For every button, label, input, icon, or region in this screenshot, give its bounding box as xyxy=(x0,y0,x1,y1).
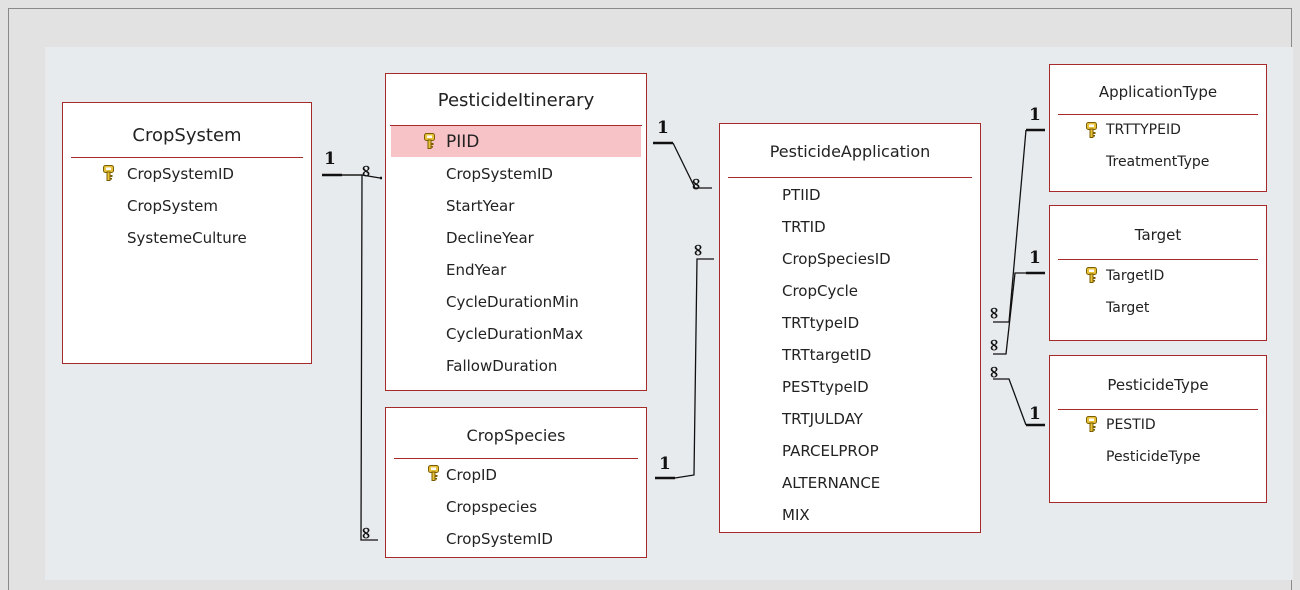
table-pesticidetype[interactable]: PesticideType PESTID PesticideType xyxy=(1049,355,1267,503)
field-trttargetid[interactable]: TRTtargetID xyxy=(782,346,872,364)
cardinality-one: 1 xyxy=(659,454,671,474)
key-icon xyxy=(1086,416,1097,432)
field-treatmenttype[interactable]: TreatmentType xyxy=(1106,154,1210,170)
table-title: Target xyxy=(1134,226,1182,244)
table-cropsystem[interactable]: CropSystem CropSystemID CropSystem Syste… xyxy=(62,102,312,364)
cardinality-many: ∞ xyxy=(686,177,706,191)
field-mix[interactable]: MIX xyxy=(782,506,810,524)
field-startyear[interactable]: StartYear xyxy=(446,197,515,215)
cardinality-one: 1 xyxy=(657,118,669,138)
table-header-rule xyxy=(1058,114,1258,115)
field-alternance[interactable]: ALTERNANCE xyxy=(782,474,881,492)
field-endyear[interactable]: EndYear xyxy=(446,261,507,279)
table-title: ApplicationType xyxy=(1098,83,1218,101)
field-trtid[interactable]: TRTID xyxy=(782,218,826,236)
cardinality-many: ∞ xyxy=(356,164,376,178)
cardinality-many: ∞ xyxy=(984,365,1004,379)
relationship-lines: 1 ∞ ∞ 1 ∞ 1 ∞ 1 ∞ 1 ∞ 1 ∞ xyxy=(322,105,1045,541)
cardinality-many: ∞ xyxy=(984,306,1004,320)
cardinality-one: 1 xyxy=(324,149,336,169)
field-cycledurationmax[interactable]: CycleDurationMax xyxy=(446,325,584,343)
field-ptiid[interactable]: PTIID xyxy=(782,186,821,204)
table-title: PesticideItinerary xyxy=(437,90,595,111)
field-trttypeid[interactable]: TRTtypeID xyxy=(782,314,860,332)
relationship-line[interactable] xyxy=(674,258,714,479)
cardinality-one: 1 xyxy=(1029,404,1041,424)
field-pesttypeid[interactable]: PESTtypeID xyxy=(782,378,869,396)
table-header-rule xyxy=(728,177,972,178)
relationship-line[interactable] xyxy=(993,129,1027,323)
field-cropid[interactable]: CropID xyxy=(446,466,497,484)
relationship-line[interactable] xyxy=(993,272,1026,355)
relationships-canvas: CropSystem CropSystemID CropSystem Syste… xyxy=(45,47,1293,580)
field-cropsystemid[interactable]: CropSystemID xyxy=(446,165,553,183)
table-pesticideitinerary[interactable]: PesticideItinerary PIID CropSystemID Sta… xyxy=(385,73,647,391)
relationship-line[interactable] xyxy=(993,378,1027,426)
key-icon xyxy=(428,465,439,481)
field-systemeculture[interactable]: SystemeCulture xyxy=(127,229,247,247)
field-trtjulday[interactable]: TRTJULDAY xyxy=(782,410,863,428)
relationship-line[interactable] xyxy=(672,142,712,189)
table-target[interactable]: Target TargetID Target xyxy=(1049,205,1267,341)
field-cropsystemid[interactable]: CropSystemID xyxy=(127,165,234,183)
cardinality-many: ∞ xyxy=(356,526,376,540)
table-applicationtype[interactable]: ApplicationType TRTTYPEID TreatmentType xyxy=(1049,64,1267,192)
table-header-rule xyxy=(1058,409,1258,410)
field-cropcycle[interactable]: CropCycle xyxy=(782,282,859,300)
table-header-rule xyxy=(390,125,642,126)
cardinality-many: ∞ xyxy=(984,338,1004,352)
table-header-rule xyxy=(394,458,638,459)
cardinality-many: ∞ xyxy=(688,243,708,257)
key-icon xyxy=(1086,267,1097,283)
field-trttypeid[interactable]: TRTTYPEID xyxy=(1106,122,1181,138)
field-fallowduration[interactable]: FallowDuration xyxy=(446,357,558,375)
table-title: PesticideType xyxy=(1107,376,1209,394)
table-header-rule xyxy=(1058,259,1258,260)
field-cycledurationmin[interactable]: CycleDurationMin xyxy=(446,293,579,311)
field-piid[interactable]: PIID xyxy=(446,132,480,152)
key-icon xyxy=(424,133,435,149)
table-pesticideapplication[interactable]: PesticideApplication PTIID TRTID CropSpe… xyxy=(719,123,981,533)
field-declineyear[interactable]: DeclineYear xyxy=(446,229,534,247)
selected-field-highlight xyxy=(391,126,641,157)
field-targetid[interactable]: TargetID xyxy=(1106,268,1165,284)
field-cropsystem[interactable]: CropSystem xyxy=(127,197,218,215)
table-title: PesticideApplication xyxy=(769,142,931,161)
table-title: CropSpecies xyxy=(466,426,566,445)
key-icon xyxy=(103,165,114,181)
key-icon xyxy=(1086,122,1097,138)
field-pestid[interactable]: PESTID xyxy=(1106,417,1156,433)
cardinality-one: 1 xyxy=(1029,248,1041,268)
cardinality-one: 1 xyxy=(1029,105,1041,125)
field-cropsystemid[interactable]: CropSystemID xyxy=(446,530,553,548)
field-pesticidetype[interactable]: PesticideType xyxy=(1106,449,1201,465)
field-target[interactable]: Target xyxy=(1106,300,1150,316)
table-header-rule xyxy=(71,157,303,158)
field-parcelprop[interactable]: PARCELPROP xyxy=(782,442,879,460)
field-cropspeciesid[interactable]: CropSpeciesID xyxy=(782,250,891,268)
field-cropspecies[interactable]: Cropspecies xyxy=(446,498,538,516)
diagram-window: CropSystem CropSystemID CropSystem Syste… xyxy=(8,8,1293,590)
table-title: CropSystem xyxy=(132,125,242,146)
table-cropspecies[interactable]: CropSpecies CropID Cropspecies CropSyste… xyxy=(385,407,647,558)
relationship-line[interactable] xyxy=(342,174,378,541)
